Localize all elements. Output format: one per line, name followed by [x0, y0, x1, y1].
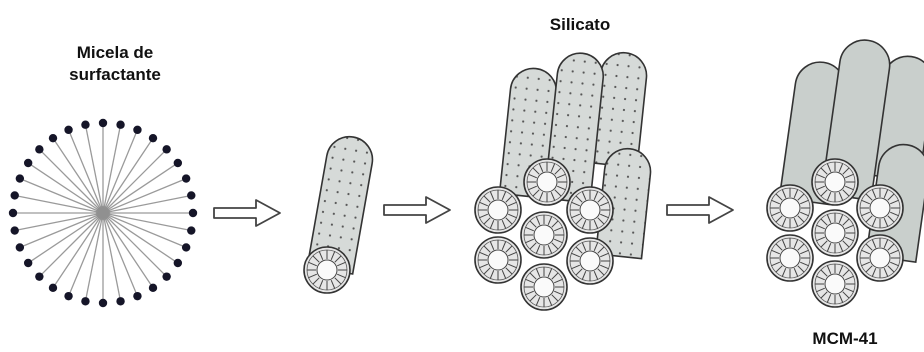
surfactant-head: [64, 292, 72, 300]
surfactant-head: [99, 119, 107, 127]
array-end-cap: [524, 159, 570, 205]
array-end-cap: [521, 264, 567, 310]
mcm-end-cap: [857, 235, 903, 281]
surfactant-head: [49, 284, 57, 292]
surfactant-head: [182, 243, 190, 251]
surfactant-head: [16, 243, 24, 251]
mcm-end-cap: [812, 159, 858, 205]
micelle-label-line2: surfactante: [40, 64, 190, 86]
surfactant-tail: [42, 152, 103, 213]
mcm-41-structure: [767, 31, 924, 307]
surfactant-head: [99, 299, 107, 307]
micelle-core: [96, 206, 110, 220]
surfactant-head: [174, 159, 182, 167]
surfactant-tail: [103, 213, 164, 274]
arrow-3: [667, 197, 733, 223]
mcm-end-cap: [812, 210, 858, 256]
surfactant-head: [35, 145, 43, 153]
surfactant-head: [182, 174, 190, 182]
surfactant-head: [24, 159, 32, 167]
rod-end-cap: [304, 247, 350, 293]
surfactant-micelle: [9, 119, 197, 307]
surfactant-head: [24, 259, 32, 267]
surfactant-head: [116, 121, 124, 129]
surfactant-head: [11, 226, 19, 234]
micelle-label-line1: Micela de: [40, 42, 190, 64]
surfactant-head: [149, 284, 157, 292]
surfactant-head: [133, 292, 141, 300]
array-end-cap: [567, 187, 613, 233]
surfactant-head: [9, 209, 17, 217]
surfactant-head: [116, 297, 124, 305]
surfactant-head: [187, 226, 195, 234]
array-end-cap: [475, 237, 521, 283]
mcm-end-cap: [812, 261, 858, 307]
surfactant-head: [162, 145, 170, 153]
single-rod-micelle: [304, 133, 376, 293]
array-end-cap: [521, 212, 567, 258]
surfactant-head: [149, 134, 157, 142]
silicate-label: Silicato: [530, 14, 630, 36]
surfactant-head: [11, 191, 19, 199]
surfactant-head: [35, 272, 43, 280]
surfactant-head: [133, 126, 141, 134]
mcm-end-cap: [767, 185, 813, 231]
mcm41-label: MCM-41: [790, 328, 900, 350]
array-end-cap: [567, 238, 613, 284]
mcm-end-cap: [767, 235, 813, 281]
surfactant-head: [64, 126, 72, 134]
surfactant-tail: [103, 152, 164, 213]
surfactant-tail: [42, 213, 103, 274]
surfactant-head: [189, 209, 197, 217]
micelle-label: Micela de surfactante: [40, 42, 190, 86]
surfactant-head: [174, 259, 182, 267]
surfactant-head: [81, 297, 89, 305]
surfactant-head: [162, 272, 170, 280]
surfactant-head: [16, 174, 24, 182]
arrow-2: [384, 197, 450, 223]
surfactant-head: [81, 121, 89, 129]
hexagonal-rod-array: [475, 41, 663, 310]
surfactant-head: [187, 191, 195, 199]
surfactant-head: [49, 134, 57, 142]
mcm-end-cap: [857, 185, 903, 231]
array-end-cap: [475, 187, 521, 233]
arrow-1: [214, 200, 280, 226]
